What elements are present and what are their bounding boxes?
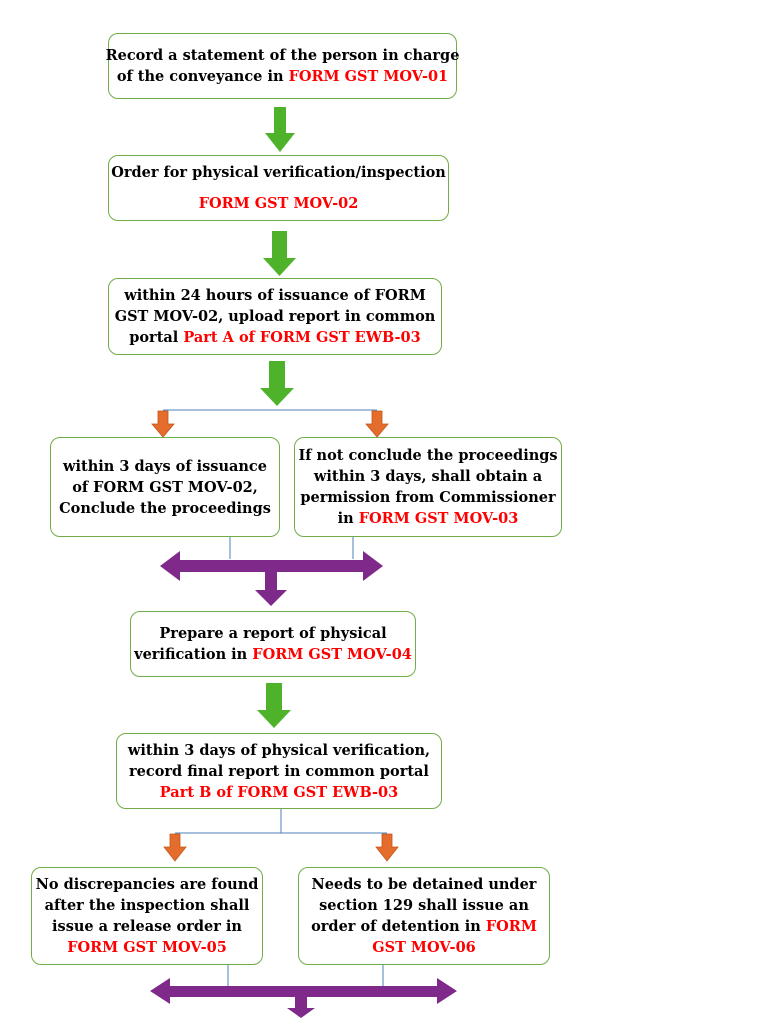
step-release-line1: No discrepancies are found bbox=[35, 876, 259, 893]
step-record-final-report: within 3 days of physical verification, … bbox=[116, 733, 442, 809]
form-mov-03-label: FORM GST MOV-03 bbox=[358, 510, 519, 527]
merge-arrow-2 bbox=[150, 978, 457, 1018]
step-upload-report-text: portal bbox=[129, 329, 184, 346]
split-connector-1 bbox=[151, 409, 389, 438]
step-permission-line2: within 3 days, shall obtain a bbox=[313, 468, 543, 485]
step-obtain-permission: If not conclude the proceedings within 3… bbox=[294, 437, 562, 537]
down-arrow-1 bbox=[265, 107, 295, 152]
step-release-order: No discrepancies are found after the ins… bbox=[31, 867, 263, 965]
step-prepare-report-line1: Prepare a report of physical bbox=[159, 625, 387, 642]
merge-connector-1 bbox=[160, 537, 383, 606]
step-conclude-line1: within 3 days of issuance bbox=[63, 457, 267, 475]
split-arrow-right-2 bbox=[375, 833, 399, 862]
step-upload-report-line3: portal Part A of FORM GST EWB-03 bbox=[129, 327, 420, 348]
form-mov-05-label: FORM GST MOV-05 bbox=[67, 939, 227, 956]
step-conclude-proceedings: within 3 days of issuance of FORM GST MO… bbox=[50, 437, 280, 537]
form-ewb-03-part-b-label: Part B of FORM GST EWB-03 bbox=[159, 783, 399, 801]
step-detention-line1: Needs to be detained under bbox=[311, 876, 537, 893]
step-detention-line2: section 129 shall issue an bbox=[319, 897, 529, 914]
step-record-statement-line2: of the conveyance in FORM GST MOV-01 bbox=[117, 66, 448, 87]
step-prepare-report-text: verification in bbox=[134, 646, 253, 663]
form-mov-01-label: FORM GST MOV-01 bbox=[288, 68, 449, 85]
down-arrow-2 bbox=[263, 231, 296, 276]
step-permission-line3: permission from Commissioner bbox=[300, 489, 556, 506]
form-mov-06-label-part2: GST MOV-06 bbox=[372, 939, 476, 956]
step-order-verification-line1: Order for physical verification/inspecti… bbox=[111, 164, 446, 181]
step-record-statement-text: of the conveyance in bbox=[116, 68, 289, 85]
step-upload-report: within 24 hours of issuance of FORM GST … bbox=[108, 278, 442, 355]
step-release-line3: issue a release order in bbox=[52, 918, 242, 935]
step-prepare-report: Prepare a report of physical verificatio… bbox=[130, 611, 416, 677]
step-permission-line4: in FORM GST MOV-03 bbox=[338, 508, 519, 529]
step-upload-report-line1: within 24 hours of issuance of FORM bbox=[124, 287, 426, 304]
step-upload-report-line2: GST MOV-02, upload report in common bbox=[114, 308, 436, 325]
step-final-report-line2: record final report in common portal bbox=[129, 762, 429, 780]
step-release-line2: after the inspection shall bbox=[44, 897, 250, 914]
split-arrow-left-1 bbox=[151, 410, 175, 438]
merge-arrow-1 bbox=[160, 551, 383, 606]
step-detention-text: order of detention in bbox=[311, 918, 486, 935]
split-arrow-left-2 bbox=[163, 833, 187, 862]
form-mov-02-label: FORM GST MOV-02 bbox=[198, 195, 359, 212]
step-conclude-line2: of FORM GST MOV-02, bbox=[72, 478, 258, 496]
split-arrow-right-1 bbox=[365, 410, 389, 438]
step-record-statement: Record a statement of the person in char… bbox=[105, 33, 460, 99]
step-final-report-line1: within 3 days of physical verification, bbox=[127, 741, 431, 759]
step-record-statement-line1: Record a statement of the person in char… bbox=[105, 47, 460, 64]
form-ewb-03-part-a-label: Part A of FORM GST EWB-03 bbox=[183, 329, 421, 346]
step-order-verification: Order for physical verification/inspecti… bbox=[108, 155, 449, 221]
down-arrow-3 bbox=[260, 361, 294, 406]
step-detention-line3: order of detention in FORM bbox=[311, 916, 537, 937]
step-permission-text: in bbox=[337, 510, 359, 527]
form-mov-06-label-part1: FORM bbox=[485, 918, 537, 935]
step-conclude-line3: Conclude the proceedings bbox=[59, 499, 271, 517]
step-prepare-report-line2: verification in FORM GST MOV-04 bbox=[134, 644, 412, 665]
step-detention-order: Needs to be detained under section 129 s… bbox=[298, 867, 550, 965]
down-arrow-4 bbox=[257, 683, 291, 728]
step-permission-line1: If not conclude the proceedings bbox=[298, 447, 558, 464]
form-mov-04-label: FORM GST MOV-04 bbox=[252, 646, 412, 663]
split-connector-2 bbox=[163, 809, 399, 862]
merge-connector-2 bbox=[150, 965, 457, 1018]
